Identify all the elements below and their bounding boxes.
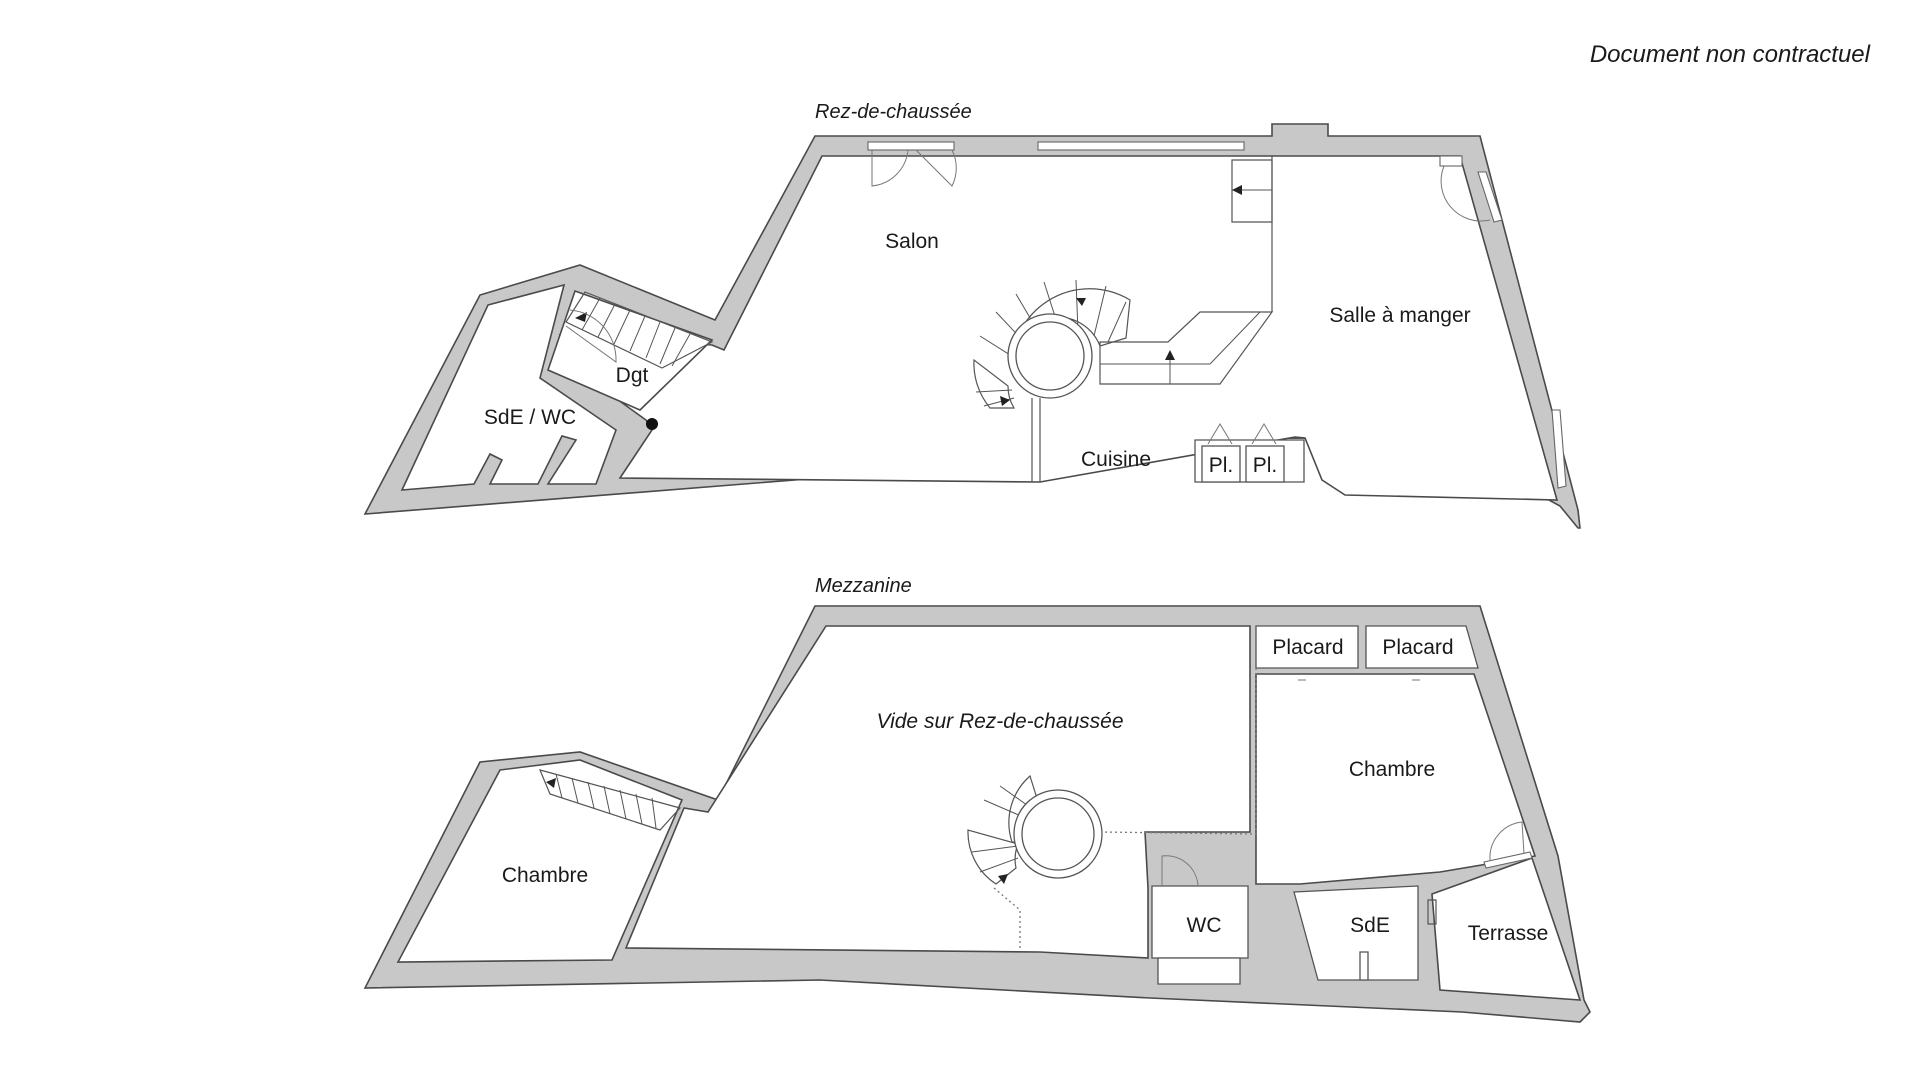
ground-window-right-1 xyxy=(1477,171,1503,223)
mezzanine-label-terrasse: Terrasse xyxy=(1468,922,1549,945)
ground-label-salon: Salon xyxy=(885,230,939,253)
mezzanine-placard-2 xyxy=(1365,625,1479,669)
mezzanine-label-vide: Vide sur Rez-de-chaussée xyxy=(876,710,1123,733)
mezzanine-placard-1 xyxy=(1255,625,1359,669)
mezzanine-vide-interior xyxy=(624,625,1251,959)
ground-window-2 xyxy=(1037,141,1245,151)
mezzanine-label-chambre-left: Chambre xyxy=(502,864,588,887)
ground-landing-stair xyxy=(1099,156,1274,385)
ground-straight-stair xyxy=(565,291,714,369)
ground-cupboard-2 xyxy=(1245,445,1285,483)
mezzanine-label-wc: WC xyxy=(1187,914,1222,937)
mezzanine-label-sde: SdE xyxy=(1350,914,1390,937)
ground-label-cuisine: Cuisine xyxy=(1081,448,1151,471)
ground-floor-title: Rez-de-chaussée xyxy=(815,101,972,123)
mezzanine-window-right xyxy=(1483,851,1533,869)
mezzanine-terrasse xyxy=(1431,856,1582,1001)
mezzanine-wc-box xyxy=(1151,885,1249,959)
mezzanine-plan: Mezzanine xyxy=(363,575,1591,1023)
mezzanine-spiral-stair xyxy=(967,774,1103,885)
ground-floor-plan: Rez-de-chaussée xyxy=(363,101,1581,529)
mezzanine-label-placard-2: Placard xyxy=(1382,636,1453,659)
mezzanine-edge-dotted xyxy=(993,668,1257,950)
ground-label-placard-1: Pl. xyxy=(1209,454,1234,477)
mezzanine-left-stair xyxy=(538,769,682,831)
mezzanine-label-chambre-right: Chambre xyxy=(1349,758,1435,781)
disclaimer: Document non contractuel xyxy=(1590,41,1871,68)
ground-cupboard-1 xyxy=(1201,445,1241,483)
ground-label-salle-a-manger: Salle à manger xyxy=(1329,304,1470,327)
mezzanine-title: Mezzanine xyxy=(815,575,912,597)
mezzanine-chambre-right-interior xyxy=(1255,673,1537,885)
ground-kitchen-wall xyxy=(1031,398,1041,482)
ground-window-1 xyxy=(867,141,955,151)
ground-spiral-stair xyxy=(973,279,1131,409)
ground-label-sde-wc: SdE / WC xyxy=(484,406,576,429)
ground-label-dgt: Dgt xyxy=(616,364,649,387)
ground-window-right-2 xyxy=(1551,409,1567,489)
mezzanine-sde-box xyxy=(1293,885,1419,981)
mezzanine-chambre-left-interior xyxy=(396,759,684,963)
mezzanine-label-placard-1: Placard xyxy=(1272,636,1343,659)
ground-sde-wc-interior xyxy=(400,283,617,491)
ground-column-dot xyxy=(646,418,658,430)
ground-window-3 xyxy=(1439,155,1463,167)
ground-label-placard-2: Pl. xyxy=(1253,454,1278,477)
